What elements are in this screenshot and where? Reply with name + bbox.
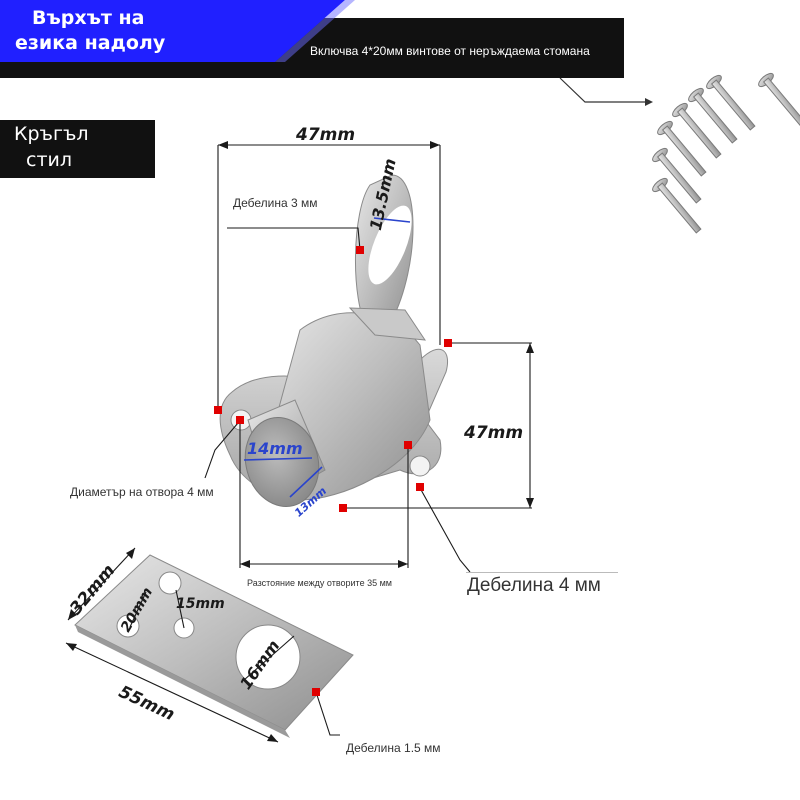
includes-note: Включва 4*20мм винтове от неръждаема сто… (310, 44, 590, 58)
red-markers (214, 246, 452, 696)
screws-icon (652, 72, 800, 234)
header-title-line2: езика надолу (15, 32, 166, 54)
latch-height-label: 47mm (464, 423, 524, 443)
style-badge (0, 120, 155, 178)
hole-diameter-note: Диаметър на отвора 4 мм (70, 485, 214, 499)
plate-hole-offset-label: 15mm (176, 596, 225, 612)
strike-plate (74, 554, 354, 738)
header-banner (0, 0, 624, 78)
bolt-dimension-lines (243, 217, 411, 498)
plate-thickness-note: Дебелина 1.5 мм (346, 741, 441, 755)
header-title-line1: Върхът на (32, 7, 145, 29)
style-badge-line2: стил (26, 149, 73, 171)
base-thickness-note: Дебелина 4 мм (467, 575, 601, 596)
base-thickness-underline (466, 572, 618, 573)
hole-spacing-note: Разстояние между отворите 35 мм (247, 578, 392, 588)
ring-thickness-note: Дебелина 3 мм (233, 196, 318, 210)
plate-dimension-lines (65, 547, 340, 743)
latch-width-label: 47mm (296, 125, 356, 145)
screws-leader (559, 77, 645, 103)
latch-body (219, 174, 448, 507)
style-badge-line1: Кръгъл (14, 123, 89, 145)
latch-dimension-lines (204, 144, 532, 573)
bolt-diameter-label: 14mm (247, 439, 303, 458)
